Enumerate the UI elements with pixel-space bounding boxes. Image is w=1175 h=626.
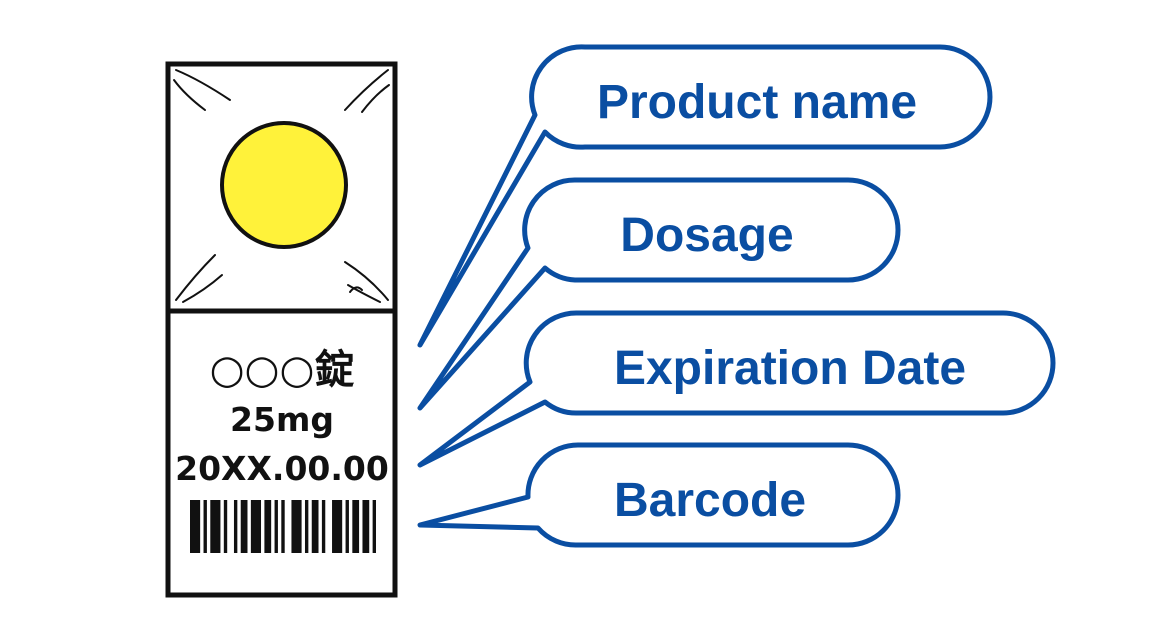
barcode-bar bbox=[332, 500, 343, 553]
blister-package: ○○○錠 25mg 20XX.00.00 bbox=[165, 61, 398, 598]
expiration-date-callout bbox=[417, 310, 1056, 468]
barcode bbox=[190, 500, 376, 553]
product-name-label: Product name bbox=[597, 76, 917, 129]
barcode-bar bbox=[281, 500, 285, 553]
barcode-bar bbox=[240, 500, 248, 553]
callouts bbox=[417, 44, 1056, 548]
expiration-date-label: Expiration Date bbox=[614, 342, 966, 395]
barcode-bar bbox=[264, 500, 272, 553]
barcode-bar bbox=[203, 500, 207, 553]
barcode-bar bbox=[233, 500, 238, 553]
barcode-bar bbox=[250, 500, 262, 553]
barcode-bar bbox=[210, 500, 221, 553]
blister-wrinkles bbox=[173, 69, 390, 303]
barcode-bar bbox=[372, 500, 376, 553]
barcode-bar bbox=[352, 500, 360, 553]
barcode-bar bbox=[321, 500, 326, 553]
barcode-label: Barcode bbox=[614, 474, 806, 527]
package-dosage-text: 25mg bbox=[230, 400, 334, 439]
dosage-label: Dosage bbox=[620, 209, 793, 262]
barcode-bar bbox=[362, 500, 370, 553]
barcode-bar bbox=[291, 500, 302, 553]
barcode-callout bbox=[417, 442, 901, 548]
barcode-bar bbox=[223, 500, 228, 553]
barcode-bar bbox=[190, 500, 201, 553]
package-product-text: ○○○錠 bbox=[210, 347, 355, 393]
dosage-callout bbox=[417, 177, 901, 411]
barcode-bar bbox=[345, 500, 349, 553]
barcode-bar bbox=[274, 500, 278, 553]
barcode-bar bbox=[304, 500, 309, 553]
barcode-bar bbox=[311, 500, 319, 553]
package-expiration-text: 20XX.00.00 bbox=[175, 449, 389, 488]
product-name-callout bbox=[417, 44, 993, 348]
pill bbox=[220, 121, 348, 249]
